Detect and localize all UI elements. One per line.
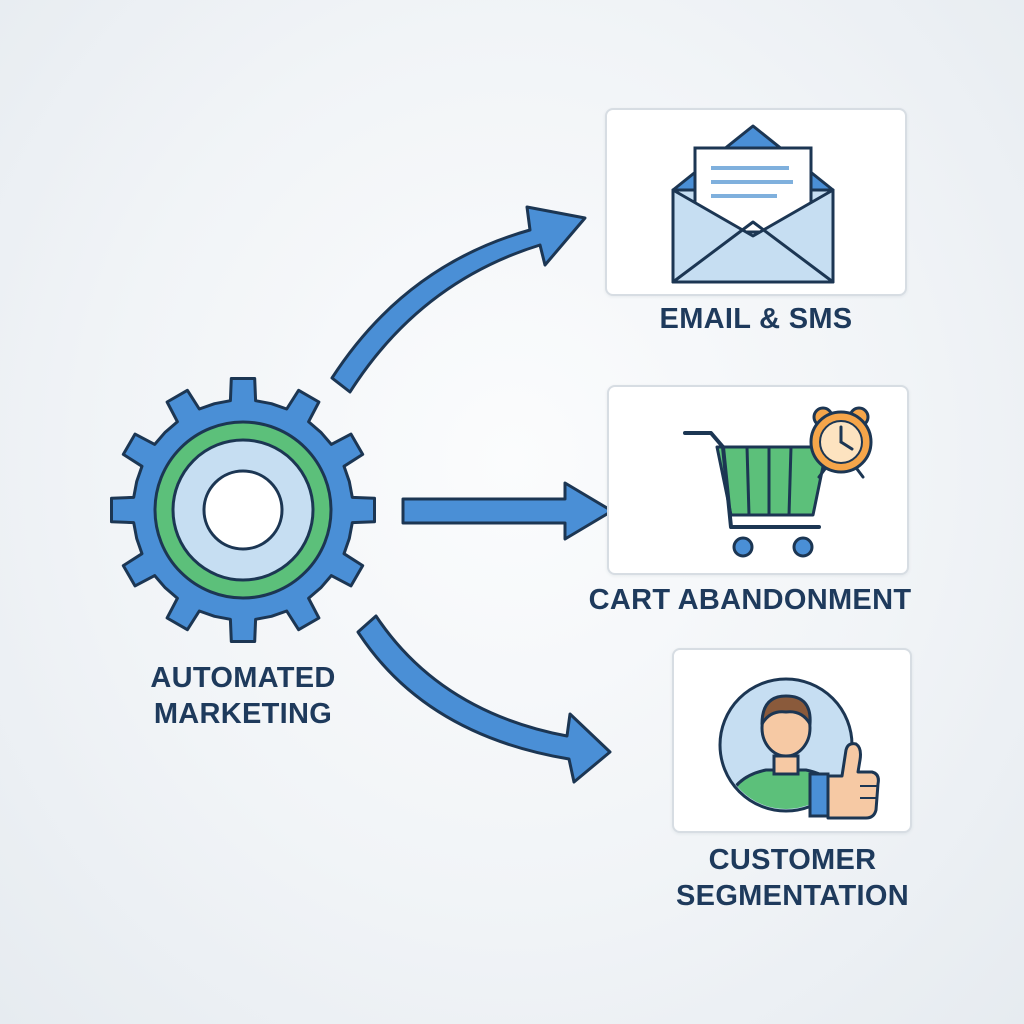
arrow-to-customer <box>356 614 612 784</box>
envelope-icon <box>671 124 835 284</box>
customer-thumbs-up-icon <box>718 677 880 820</box>
email-sms-card <box>605 108 907 296</box>
customer-label-line2: SEGMENTATION <box>676 880 909 913</box>
alarm-clock-icon <box>809 406 873 479</box>
hub-label-line1: AUTOMATED <box>150 662 336 694</box>
cart-abandonment-card <box>607 385 909 575</box>
cart-abandonment-label: CART ABANDONMENT <box>588 584 912 616</box>
gear-hole <box>202 469 284 551</box>
arrow-to-email <box>330 205 587 394</box>
arrow-to-cart <box>401 481 614 541</box>
customer-segmentation-label: CUSTOMER SEGMENTATION <box>650 842 935 915</box>
thumbs-up-icon <box>808 742 880 820</box>
automated-marketing-label: AUTOMATED MARKETING <box>118 660 368 733</box>
customer-segmentation-card <box>672 648 912 833</box>
shopping-cart-clock-icon <box>683 406 873 558</box>
hub-label-line2: MARKETING <box>153 698 333 731</box>
gear-icon <box>110 377 376 643</box>
customer-label-line1: CUSTOMER <box>708 844 877 876</box>
email-sms-label: EMAIL & SMS <box>659 303 853 335</box>
